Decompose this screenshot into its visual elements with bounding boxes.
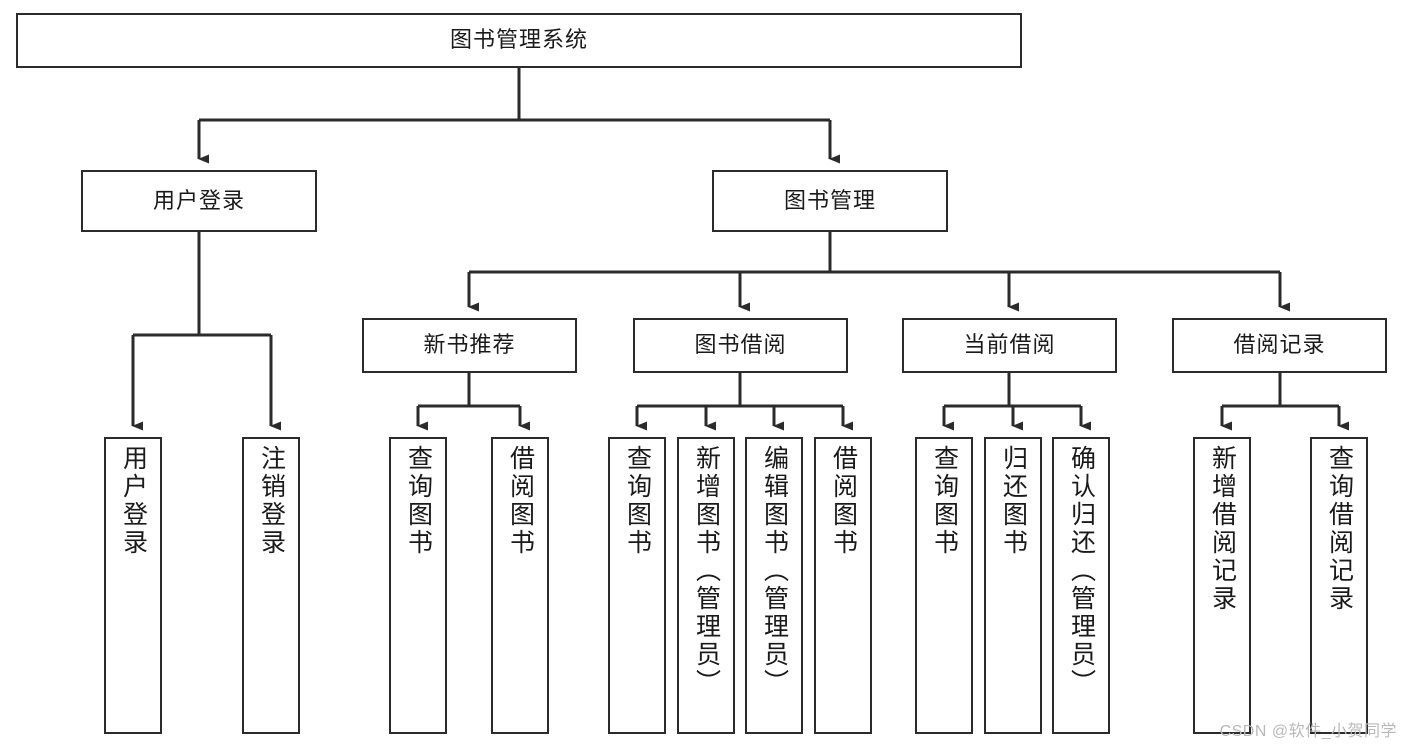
node-label: 借阅记录 bbox=[1233, 332, 1326, 358]
leaf-edit-book-admin[interactable]: 编辑图书（管理员） bbox=[745, 437, 803, 734]
node-label: 新增图书（管理员） bbox=[692, 445, 721, 697]
node-label: 图书管理 bbox=[783, 187, 876, 213]
node-new-book-recommend[interactable]: 新书推荐 bbox=[362, 318, 577, 373]
node-label: 确认归还（管理员） bbox=[1067, 445, 1096, 697]
leaf-borrow-book-newbook[interactable]: 借阅图书 bbox=[491, 437, 549, 734]
node-label: 用户登录 bbox=[119, 445, 148, 557]
node-user-login[interactable]: 用户登录 bbox=[81, 170, 317, 232]
node-label: 图书借阅 bbox=[694, 332, 787, 358]
node-label: 编辑图书（管理员） bbox=[760, 445, 789, 697]
node-label: 借阅图书 bbox=[829, 445, 858, 557]
node-label: 借阅图书 bbox=[506, 445, 535, 557]
leaf-add-book-admin[interactable]: 新增图书（管理员） bbox=[677, 437, 735, 734]
leaf-query-book-current[interactable]: 查询图书 bbox=[915, 437, 973, 734]
leaf-logout[interactable]: 注销登录 bbox=[242, 437, 300, 734]
node-label: 注销登录 bbox=[257, 445, 286, 557]
node-label: 归还图书 bbox=[999, 445, 1028, 557]
leaf-user-login[interactable]: 用户登录 bbox=[104, 437, 162, 734]
node-book-borrow[interactable]: 图书借阅 bbox=[633, 318, 848, 373]
node-label: 新书推荐 bbox=[423, 332, 516, 358]
node-label: 图书管理系统 bbox=[449, 27, 588, 53]
node-label: 查询图书 bbox=[623, 445, 652, 557]
node-label: 用户登录 bbox=[152, 187, 245, 213]
leaf-query-book-borrow[interactable]: 查询图书 bbox=[608, 437, 666, 734]
leaf-borrow-book[interactable]: 借阅图书 bbox=[814, 437, 872, 734]
leaf-add-borrow-record[interactable]: 新增借阅记录 bbox=[1193, 437, 1251, 734]
node-label: 查询借阅记录 bbox=[1325, 445, 1354, 613]
node-current-borrow[interactable]: 当前借阅 bbox=[902, 318, 1117, 373]
node-label: 查询图书 bbox=[930, 445, 959, 557]
node-label: 查询图书 bbox=[404, 445, 433, 557]
node-label: 新增借阅记录 bbox=[1208, 445, 1237, 613]
node-label: 当前借阅 bbox=[963, 332, 1056, 358]
leaf-return-book[interactable]: 归还图书 bbox=[984, 437, 1042, 734]
node-root-system[interactable]: 图书管理系统 bbox=[16, 13, 1022, 68]
leaf-query-borrow-record[interactable]: 查询借阅记录 bbox=[1310, 437, 1368, 734]
node-borrow-records[interactable]: 借阅记录 bbox=[1172, 318, 1387, 373]
node-book-management[interactable]: 图书管理 bbox=[712, 170, 948, 232]
leaf-query-book-newbook[interactable]: 查询图书 bbox=[389, 437, 447, 734]
leaf-confirm-return-admin[interactable]: 确认归还（管理员） bbox=[1052, 437, 1110, 734]
